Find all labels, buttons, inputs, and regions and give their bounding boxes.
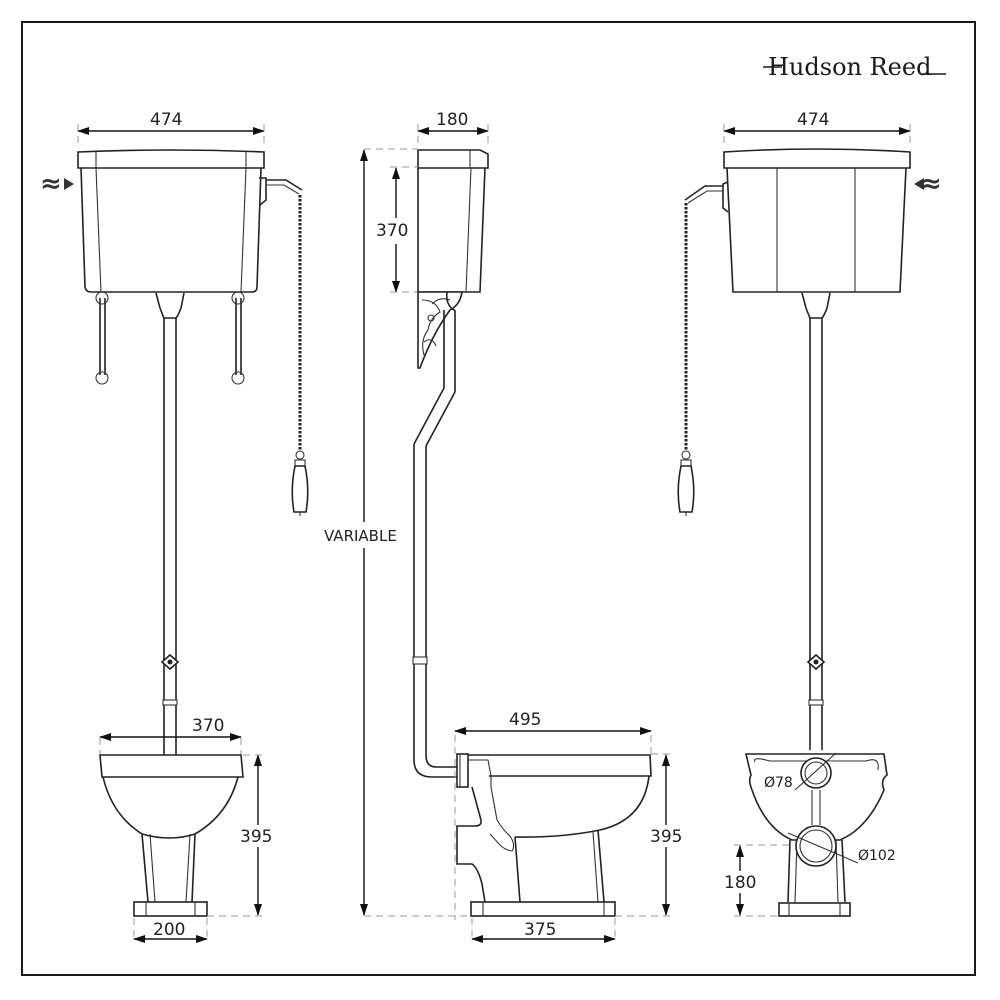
- side-base-depth-label: 375: [524, 920, 556, 940]
- rear-upper-outlet-diameter-label: Ø78: [764, 775, 793, 791]
- side-overall-height-label: VARIABLE: [324, 527, 397, 545]
- front-view: 474 ≈: [40, 110, 309, 943]
- toilet-pan-rear: [744, 753, 888, 917]
- side-view: 180 370: [320, 110, 686, 943]
- wall-brackets: [95, 291, 245, 385]
- front-cistern-width-label: 474: [150, 110, 182, 130]
- pipe-clip-icon: [806, 653, 826, 671]
- rear-view: 474 ≈: [677, 110, 942, 917]
- water-inlet-arrow-icon: ≈: [920, 169, 942, 199]
- inlet-arrowhead-icon: [64, 178, 74, 190]
- pull-handle-icon: [677, 450, 695, 516]
- toilet-pan-front: [99, 754, 244, 917]
- flush-pipe-side: [412, 291, 457, 778]
- side-cistern-depth-label: 180: [436, 110, 468, 130]
- rear-lower-outlet-diameter-label: Ø102: [858, 848, 896, 864]
- water-inlet-arrow-icon: ≈: [40, 169, 62, 199]
- ornate-wall-bracket-icon: [417, 291, 463, 369]
- cistern-front: [77, 149, 265, 293]
- brand-logo: Hudson Reed: [763, 53, 946, 81]
- drawing-frame: [21, 21, 976, 976]
- rear-cistern-width-label: 474: [797, 110, 829, 130]
- side-pan-height-label: 395: [650, 827, 682, 847]
- front-pan-height-label: 395: [240, 827, 272, 847]
- pipe-clip-icon: [160, 653, 180, 671]
- inlet-arrowhead-icon: [914, 178, 924, 190]
- front-base-width-label: 200: [153, 920, 185, 940]
- side-pan-depth-label: 495: [509, 710, 541, 730]
- cistern-rear: [723, 148, 911, 293]
- leader-line: [787, 832, 859, 864]
- pull-handle-icon: [291, 450, 309, 516]
- leader-line: [794, 752, 837, 791]
- cistern-side: [417, 149, 489, 293]
- side-cistern-height-label: 370: [376, 221, 408, 241]
- rear-outlet-height-label: 180: [724, 873, 756, 893]
- toilet-pan-side: [456, 753, 652, 917]
- brand-name: Hudson Reed: [768, 53, 931, 81]
- front-pan-width-label: 370: [192, 716, 224, 736]
